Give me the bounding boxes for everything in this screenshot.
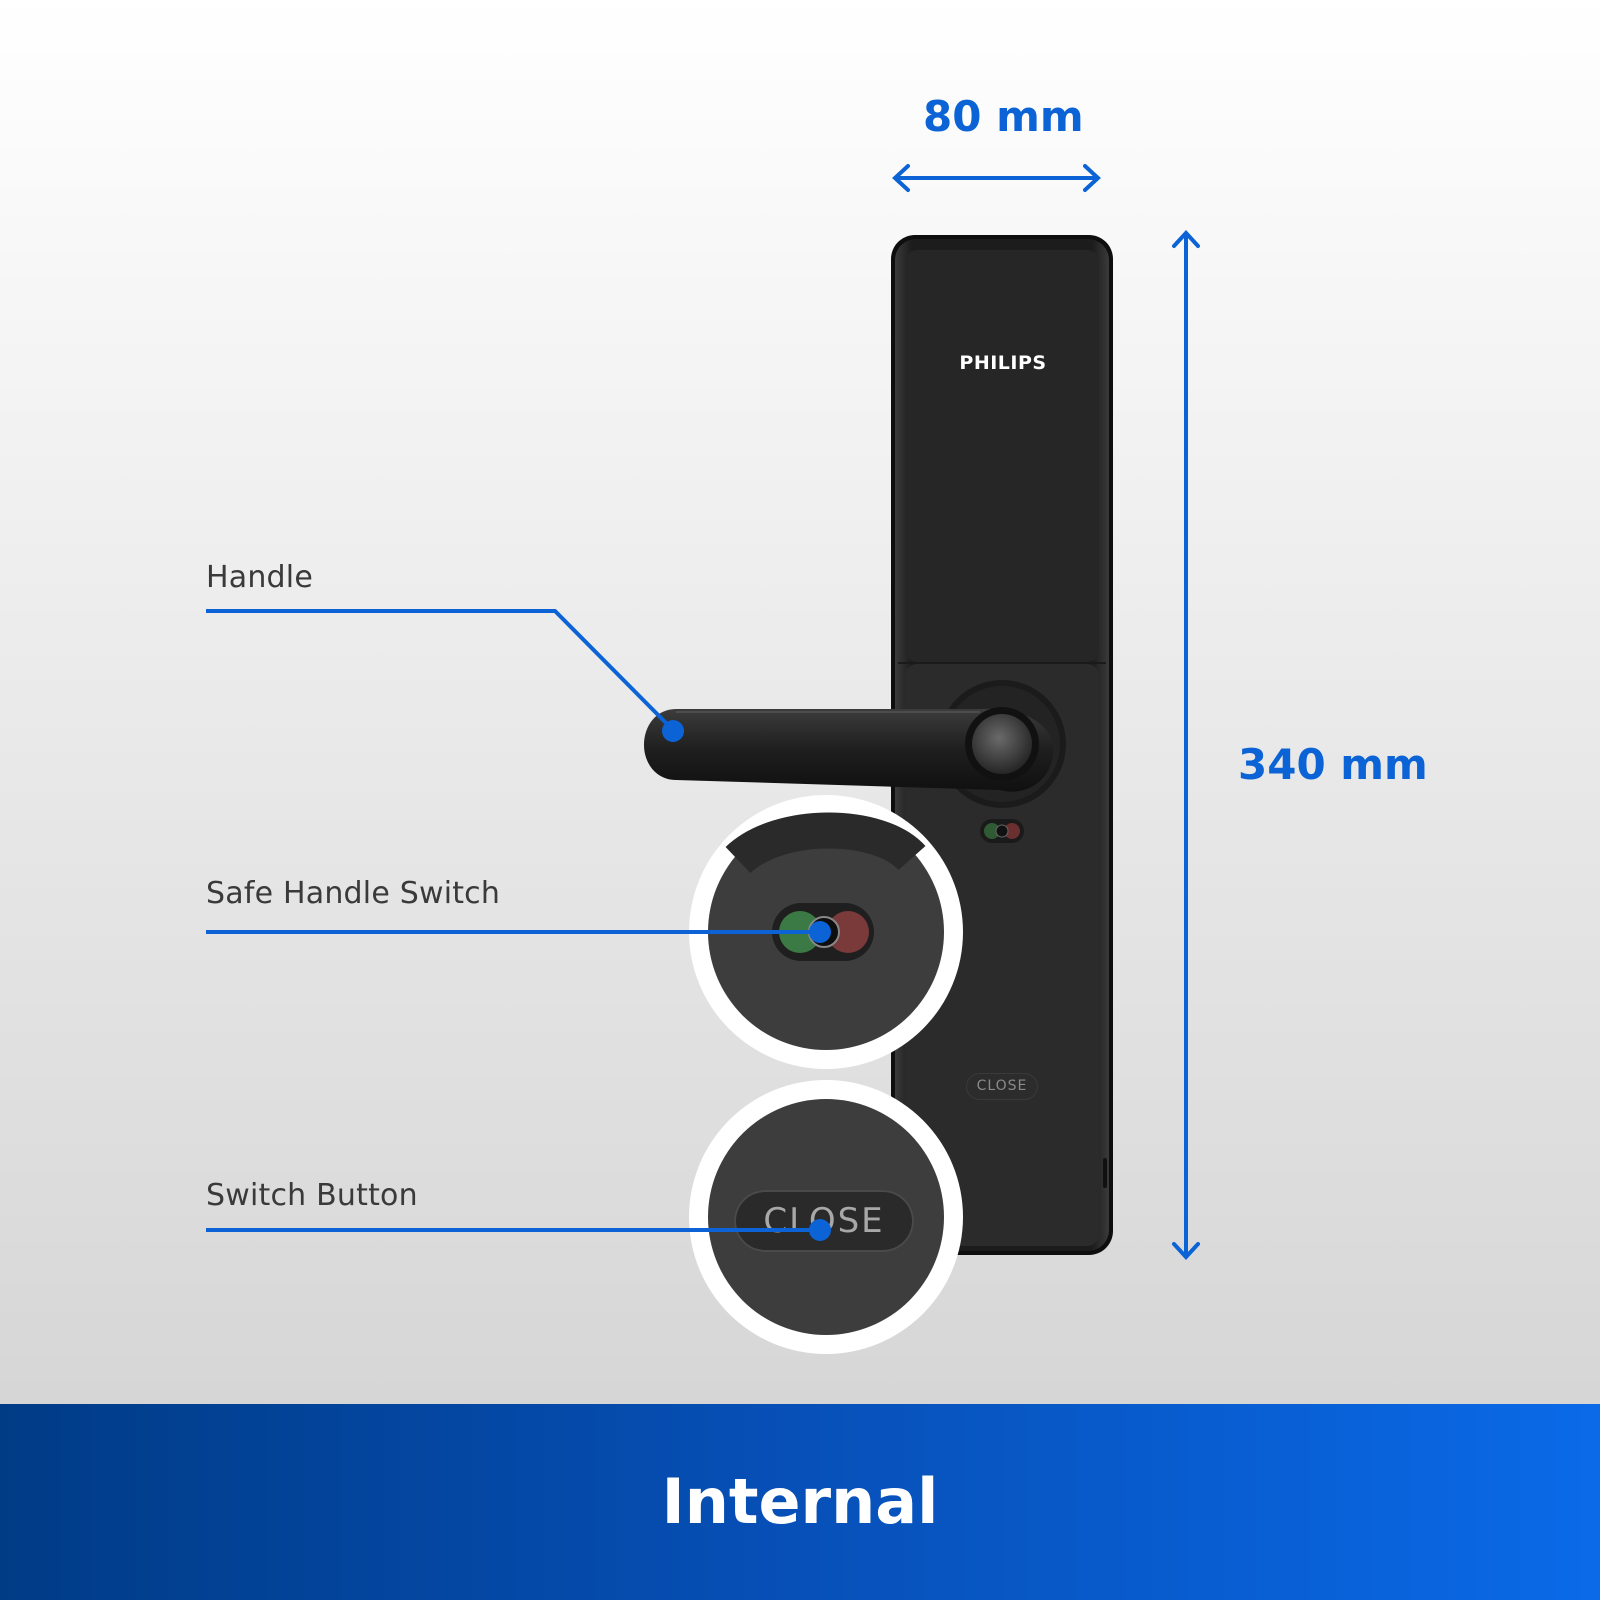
banner-title: Internal bbox=[661, 1465, 939, 1538]
switch-button[interactable]: CLOSE bbox=[966, 1073, 1038, 1100]
height-dimension: 340 mm bbox=[1238, 740, 1428, 789]
handle-lever bbox=[644, 707, 1054, 792]
safe-handle-switch[interactable] bbox=[980, 819, 1024, 843]
switch-button-zoom-label: CLOSE bbox=[734, 1190, 914, 1252]
callout-dot-icon bbox=[662, 720, 684, 742]
bottom-banner: Internal bbox=[0, 1404, 1600, 1600]
product-stage: PHILIPS CLOSE CLOSE 80 mm 340 mm Handle … bbox=[0, 0, 1600, 1404]
callout-safe-handle-switch: Safe Handle Switch bbox=[206, 876, 501, 911]
width-dimension: 80 mm bbox=[923, 92, 1084, 141]
callout-switch-button: Switch Button bbox=[206, 1178, 418, 1213]
callout-handle: Handle bbox=[206, 560, 313, 595]
callout-dot-icon bbox=[809, 921, 831, 943]
brand-logo: PHILIPS bbox=[959, 352, 1047, 374]
vertical-double-arrow-icon bbox=[1172, 230, 1200, 1260]
horizontal-double-arrow-icon bbox=[892, 164, 1101, 192]
